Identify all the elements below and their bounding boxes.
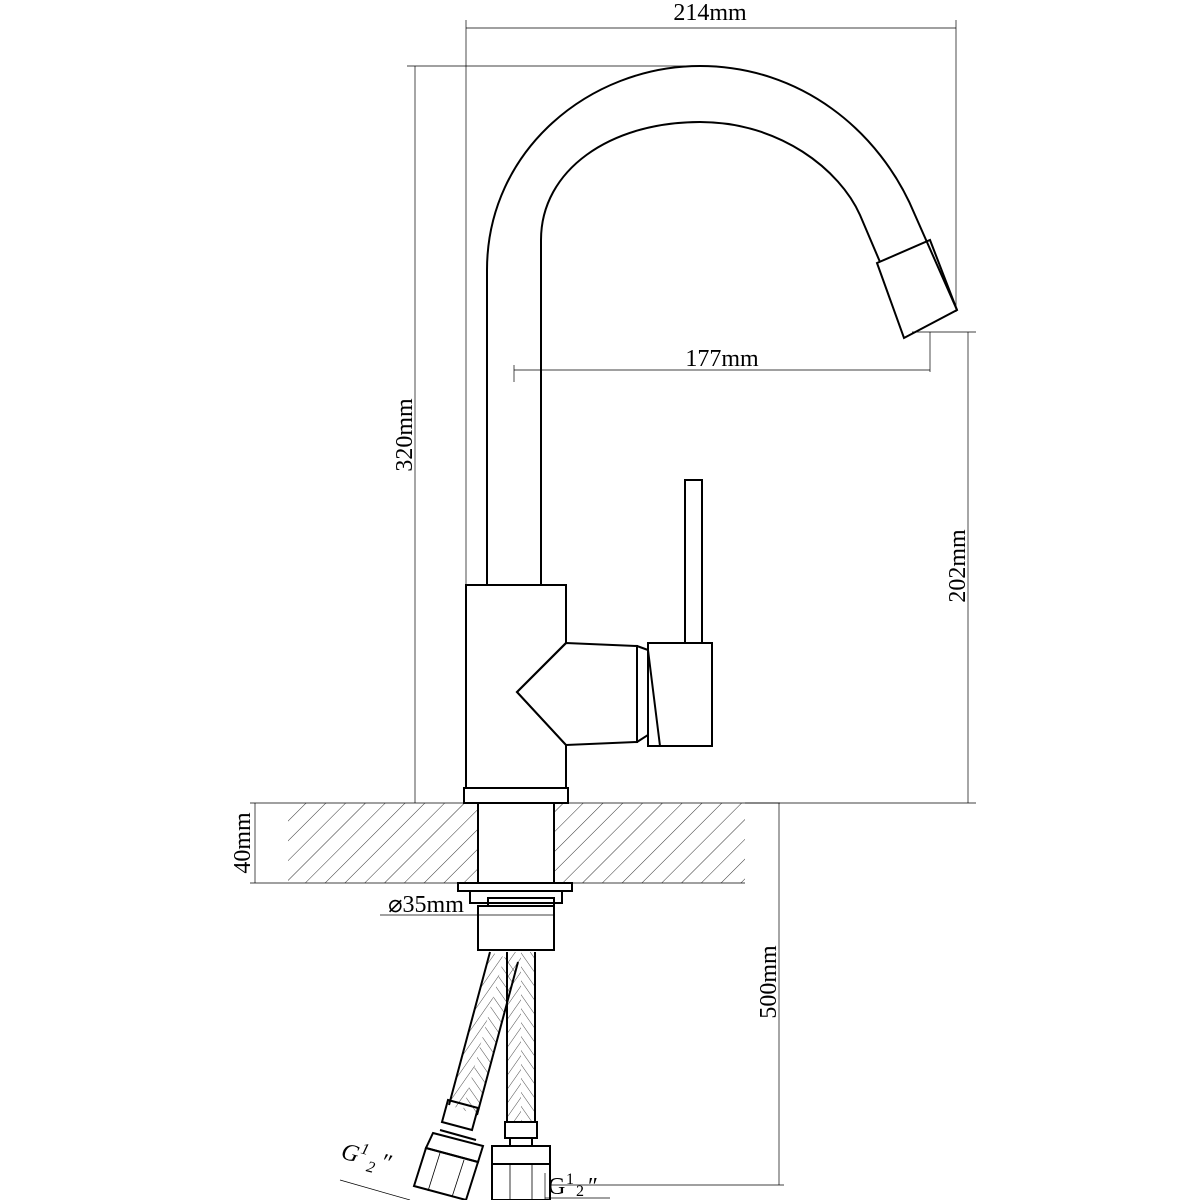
base-ring: [463, 787, 569, 804]
dim-spout-reach: 177mm: [685, 346, 759, 372]
right-hose: [491, 952, 551, 1200]
threaded-sleeve: [477, 905, 555, 951]
lever-cartridge: [515, 642, 638, 747]
dim-hose-length: 500mm: [756, 945, 782, 1019]
supply-hoses: [412, 951, 551, 1200]
spout-inner: [540, 120, 881, 585]
svg-text:2: 2: [364, 1158, 376, 1176]
spout-outer: [486, 64, 958, 585]
mount-shank: [477, 802, 555, 884]
left-hose: [412, 951, 519, 1200]
svg-text:2: 2: [576, 1183, 584, 1200]
svg-text:1: 1: [566, 1171, 574, 1188]
lever-handle: [684, 479, 703, 644]
aerator: [875, 238, 959, 340]
lever-block: [647, 642, 713, 747]
fitting-label-right: G 1 2 ″: [548, 1171, 598, 1200]
dim-spout-height: 202mm: [945, 529, 971, 603]
mount-nut: [469, 890, 563, 904]
dim-mount-diameter: ⌀35mm: [388, 892, 464, 918]
svg-text:″: ″: [588, 1174, 598, 1200]
mount-plate: [457, 882, 573, 892]
dim-overall-height: 320mm: [392, 398, 418, 472]
dim-counter-thickness: 40mm: [230, 812, 256, 874]
fitting-label-left: G 1 2 ″: [338, 1139, 394, 1177]
dim-overall-width: 214mm: [673, 0, 747, 26]
svg-text:G: G: [338, 1139, 361, 1169]
svg-text:″: ″: [377, 1149, 394, 1177]
dimension-lines: [254, 20, 976, 1200]
svg-text:G: G: [548, 1174, 565, 1200]
